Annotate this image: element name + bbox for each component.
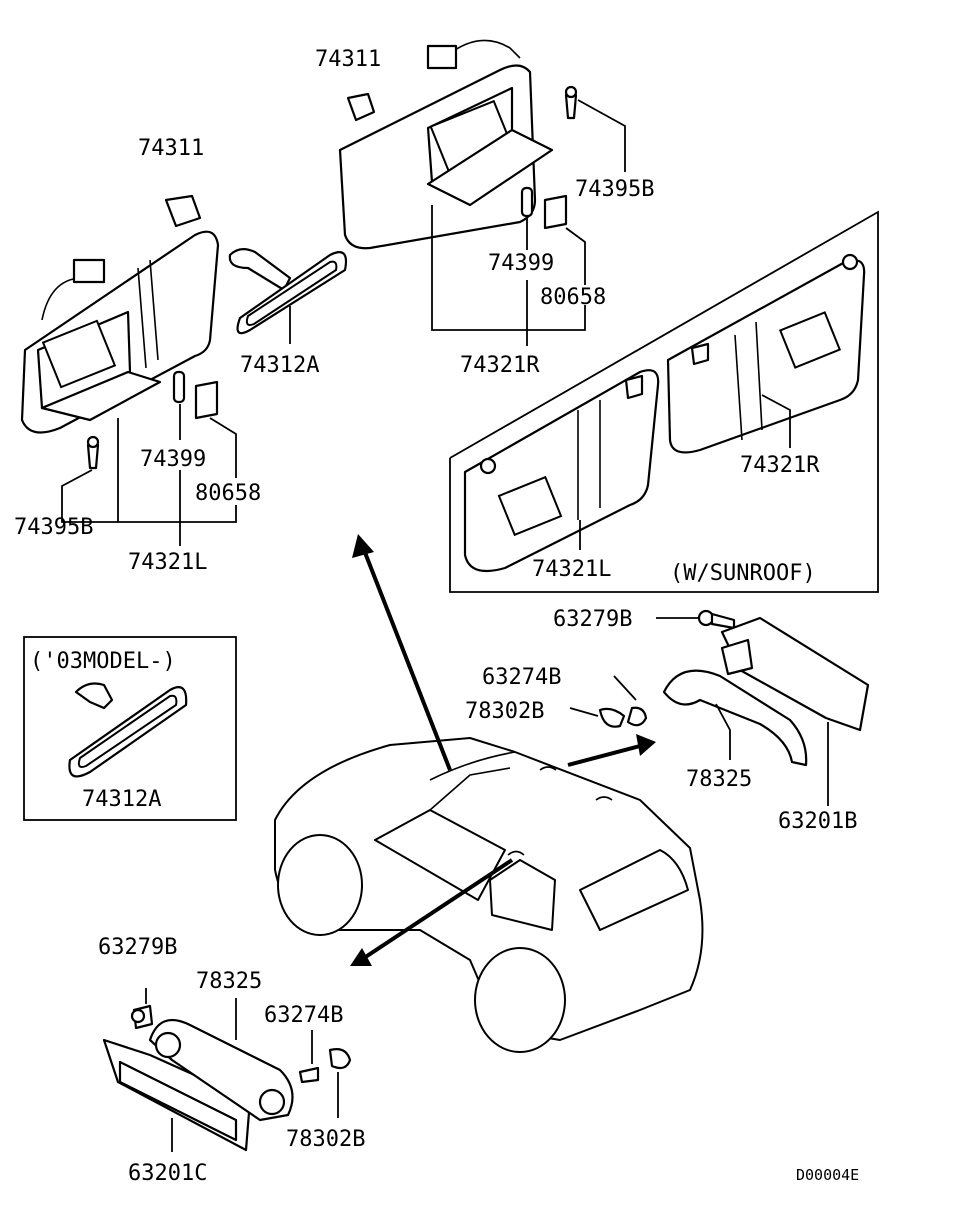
label-left-bolt: 63279B	[98, 935, 177, 960]
label-sunroof-left: 74321L	[532, 557, 611, 582]
rearview-mirror-top	[228, 248, 348, 344]
label-left-screw: 74395B	[14, 515, 93, 540]
label-right-bracket: 63201B	[778, 809, 857, 834]
label-left-bracket: 63201C	[128, 1161, 207, 1186]
label-left-visor: 74321L	[128, 550, 207, 575]
label-right-clip: 74311	[315, 47, 381, 72]
label-left-bulb: 74399	[140, 447, 206, 472]
right-assist-grip	[569, 609, 870, 806]
label-right-visor: 74321R	[460, 353, 540, 378]
left-sun-visor	[20, 194, 220, 470]
sunroof-variant-box	[449, 210, 879, 593]
label-right-cover: 80658	[540, 285, 606, 310]
label-model-note: ('03MODEL-)	[30, 649, 176, 674]
right-visor-leaders	[431, 99, 626, 346]
label-right-screw: 74395B	[575, 177, 654, 202]
label-sunroof-right: 74321R	[740, 453, 820, 478]
vehicle-outline	[274, 737, 704, 1053]
label-left-screw-grip: 63274B	[264, 1003, 343, 1028]
left-assist-grip	[102, 988, 352, 1152]
left-visor-leaders	[61, 404, 237, 546]
label-mirror-box: 74312A	[82, 787, 161, 812]
label-right-bolt: 63279B	[553, 607, 632, 632]
label-left-cover: 80658	[195, 481, 261, 506]
label-right-grip: 78325	[686, 767, 752, 792]
label-right-bulb: 74399	[488, 251, 554, 276]
label-sunroof-note: (W/SUNROOF)	[670, 561, 816, 586]
label-right-cap: 78302B	[465, 699, 544, 724]
label-left-grip: 78325	[196, 969, 262, 994]
arrows	[350, 534, 656, 966]
label-left-clip: 74311	[138, 136, 204, 161]
model-2003-mirror-box	[23, 636, 237, 821]
label-left-cap: 78302B	[286, 1127, 365, 1152]
label-right-screw-grip: 63274B	[482, 665, 561, 690]
right-sun-visor	[338, 39, 578, 250]
label-mirror-top: 74312A	[240, 353, 319, 378]
diagram-code: D00004E	[796, 1166, 859, 1184]
